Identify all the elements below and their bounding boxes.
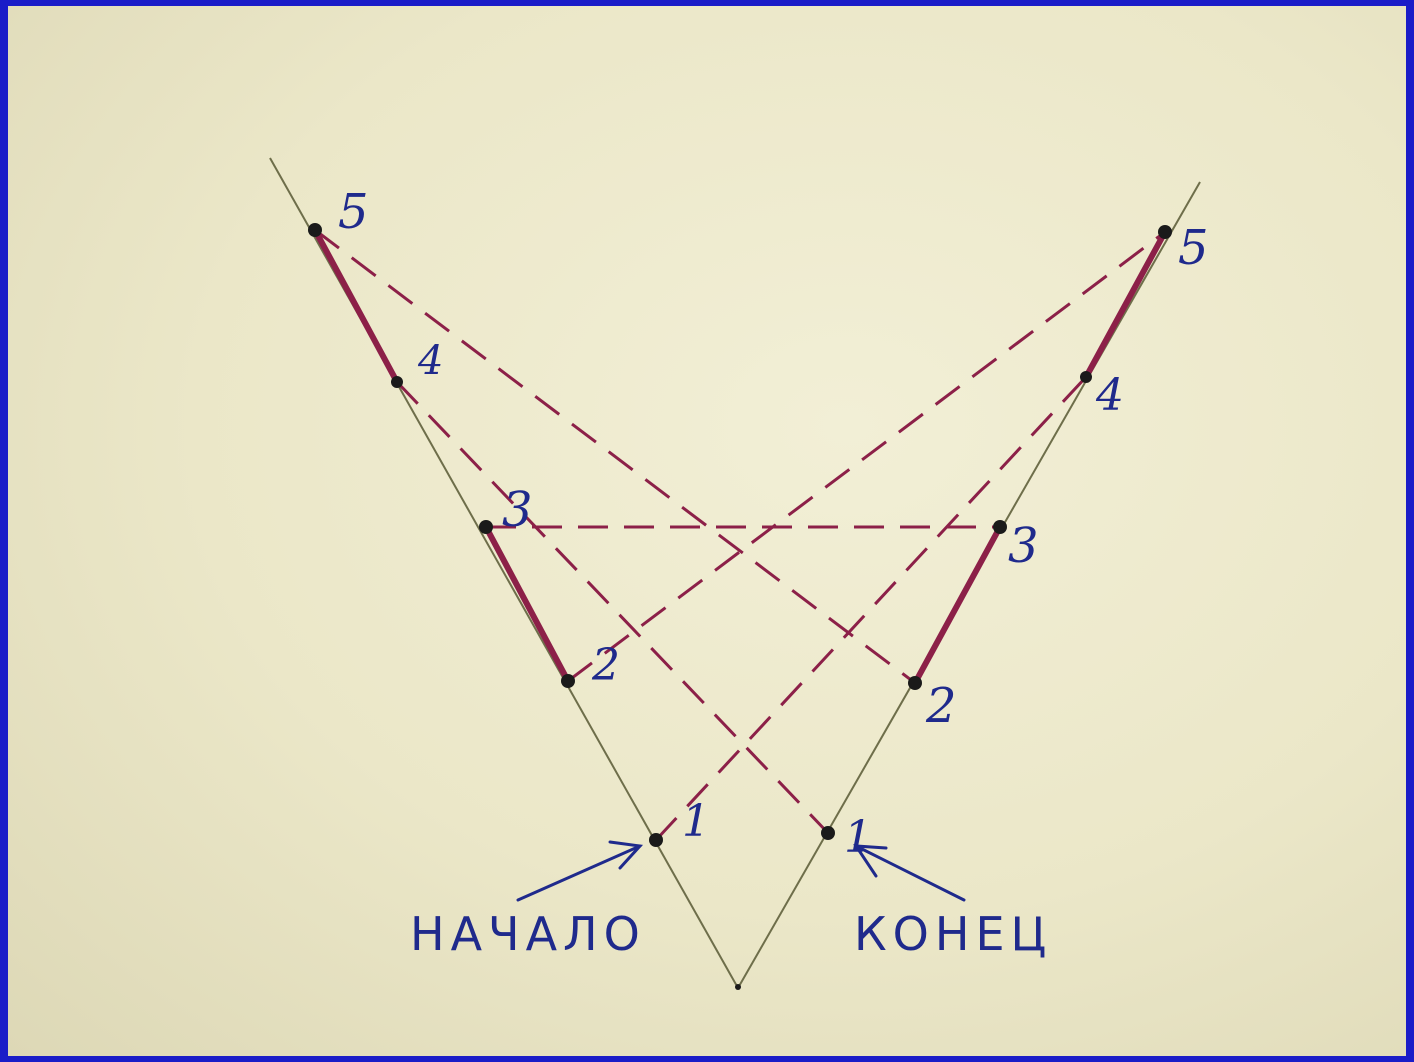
dashed-left4-right1 <box>395 380 830 835</box>
left-label-2: 2 <box>591 640 620 691</box>
right-point-2-dot <box>908 676 922 690</box>
left-label-5: 5 <box>338 184 369 240</box>
pointer-arrows <box>516 840 966 902</box>
right-label-1: 1 <box>844 812 872 863</box>
left-point-2-dot <box>561 674 575 688</box>
right-label-3: 3 <box>1008 518 1039 574</box>
end-label: КОНЕЦ <box>854 907 1052 961</box>
start-arrow-icon <box>516 840 644 902</box>
left-solid-segment-3-2 <box>483 524 571 684</box>
right-point-1-dot <box>821 826 835 840</box>
point-dots <box>308 223 1172 990</box>
right-solid-segment-4-5 <box>1083 229 1168 380</box>
string-art-diagram: 1 2 3 4 5 1 2 3 4 5 НАЧАЛО КОНЕЦ <box>269 157 1209 990</box>
point-labels: 1 2 3 4 5 1 2 3 4 5 <box>338 184 1209 863</box>
angle-guide-lines <box>269 157 1201 989</box>
right-label-4: 4 <box>1095 370 1124 421</box>
left-point-3-dot <box>479 520 493 534</box>
solid-thread-segments <box>312 227 1168 686</box>
right-solid-segment-2-3 <box>912 524 1003 686</box>
right-point-3-dot <box>993 520 1007 534</box>
end-arrow-icon <box>853 844 966 902</box>
vertex-dot <box>735 984 741 990</box>
left-solid-segment-5-4 <box>312 227 400 385</box>
left-point-1-dot <box>649 833 663 847</box>
left-point-4-dot <box>391 376 403 388</box>
right-label-5: 5 <box>1178 220 1209 276</box>
right-point-4-dot <box>1080 371 1092 383</box>
paper-sheet: 1 2 3 4 5 1 2 3 4 5 НАЧАЛО КОНЕЦ <box>8 6 1406 1056</box>
right-label-2: 2 <box>925 678 957 734</box>
start-label: НАЧАЛО <box>410 907 646 961</box>
left-label-1: 1 <box>682 796 710 847</box>
left-point-5-dot <box>308 223 322 237</box>
left-label-3: 3 <box>502 482 533 538</box>
right-point-5-dot <box>1158 225 1172 239</box>
dashed-thread-segments <box>314 228 1166 842</box>
dashed-left1-right4 <box>654 375 1088 842</box>
dashed-left5-right2 <box>314 228 916 685</box>
dashed-left2-right5 <box>567 230 1166 683</box>
left-label-4: 4 <box>417 338 443 384</box>
